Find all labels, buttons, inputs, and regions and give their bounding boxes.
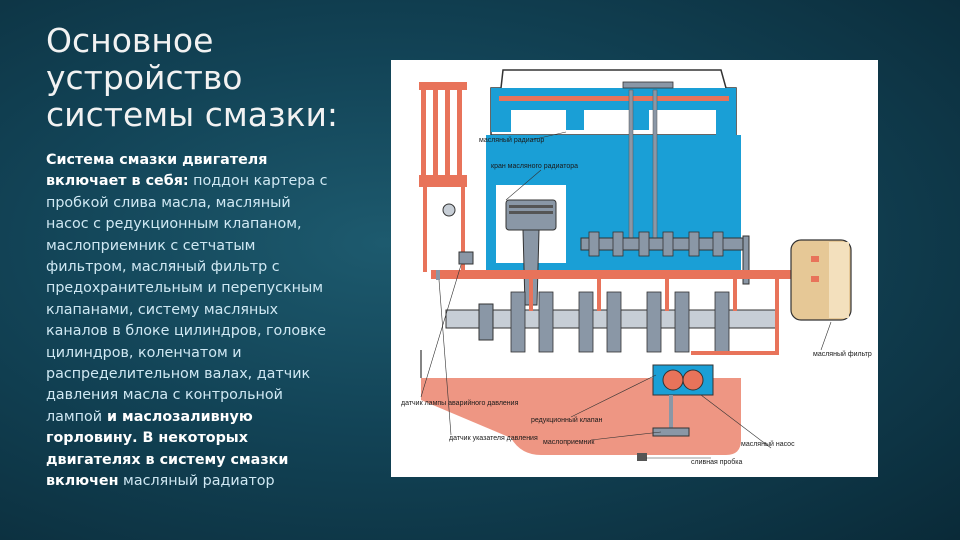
body-text-2: масляный радиатор [118, 473, 275, 490]
radiator-return-line [461, 187, 465, 272]
lubrication-diagram-svg: масляный радиатор кран масляного радиато… [401, 69, 872, 466]
push-rod-1 [628, 89, 634, 241]
oil-filter [790, 239, 852, 321]
gauge-sensor-icon [436, 270, 440, 280]
title-line-2: устройство [46, 58, 243, 97]
oil-intake-screen [652, 427, 690, 437]
body-text-1: поддон картера с пробкой слива масла, ма… [46, 173, 328, 425]
timing-gear [742, 235, 750, 285]
piston-ring-2 [509, 211, 553, 214]
piston [505, 199, 557, 231]
title-line-1: Основное [46, 21, 214, 60]
filter-line [775, 275, 779, 355]
head-boss-4 [716, 110, 736, 135]
connecting-rod [522, 229, 540, 306]
radiator-tap-icon [442, 203, 456, 217]
head-boss-1 [566, 110, 584, 130]
label-oil-radiator: масляный радиатор [479, 136, 544, 144]
label-oil-intake: маслоприемник [543, 439, 595, 446]
title-line-3: системы смазки: [46, 95, 339, 134]
oil-pump [652, 364, 714, 396]
slide-title: Основное устройство системы смазки: [46, 22, 376, 133]
crank-pulley [478, 303, 494, 341]
rocker-gallery [499, 96, 729, 101]
cam-lobes [588, 231, 724, 257]
piston-ring-1 [509, 205, 553, 208]
lamp-sensor-icon [458, 251, 474, 265]
head-boss-3 [491, 110, 511, 132]
body-text-and: и маслозаливную горловину. [46, 408, 253, 447]
body-bold-2: В некоторых двигателях в систему смазки … [46, 430, 289, 490]
label-relief-valve: редукционный клапан [531, 416, 603, 424]
body-bold-1: Система смазки двигателя включает в себя… [46, 152, 268, 190]
filter-to-pump-line [691, 351, 779, 355]
label-oil-pump: масляный насос [741, 440, 795, 448]
slide-body-text: Система смазки двигателя включает в себя… [46, 150, 336, 493]
main-oil-gallery [431, 270, 831, 279]
crank-webs [510, 291, 730, 353]
lubrication-diagram: масляный радиатор кран масляного радиато… [391, 60, 878, 477]
drain-plug-icon [637, 453, 647, 461]
label-gauge-sensor: датчик указателя давления [449, 435, 538, 442]
radiator-feed-line [423, 187, 427, 272]
crank-oil-branches [529, 279, 737, 311]
rocker-arm [622, 81, 674, 89]
label-lamp-sensor: датчик лампы аварийного давления [401, 399, 519, 407]
head-boss-2 [631, 110, 649, 130]
leader-lines [420, 131, 832, 459]
label-drain-plug: сливная пробка [691, 458, 743, 466]
label-radiator-tap: кран масляного радиатора [491, 163, 578, 170]
label-oil-filter: масляный фильтр [813, 350, 872, 358]
pump-intake-pipe [669, 395, 673, 430]
push-rod-2 [652, 89, 658, 241]
oil-radiator [419, 82, 467, 187]
